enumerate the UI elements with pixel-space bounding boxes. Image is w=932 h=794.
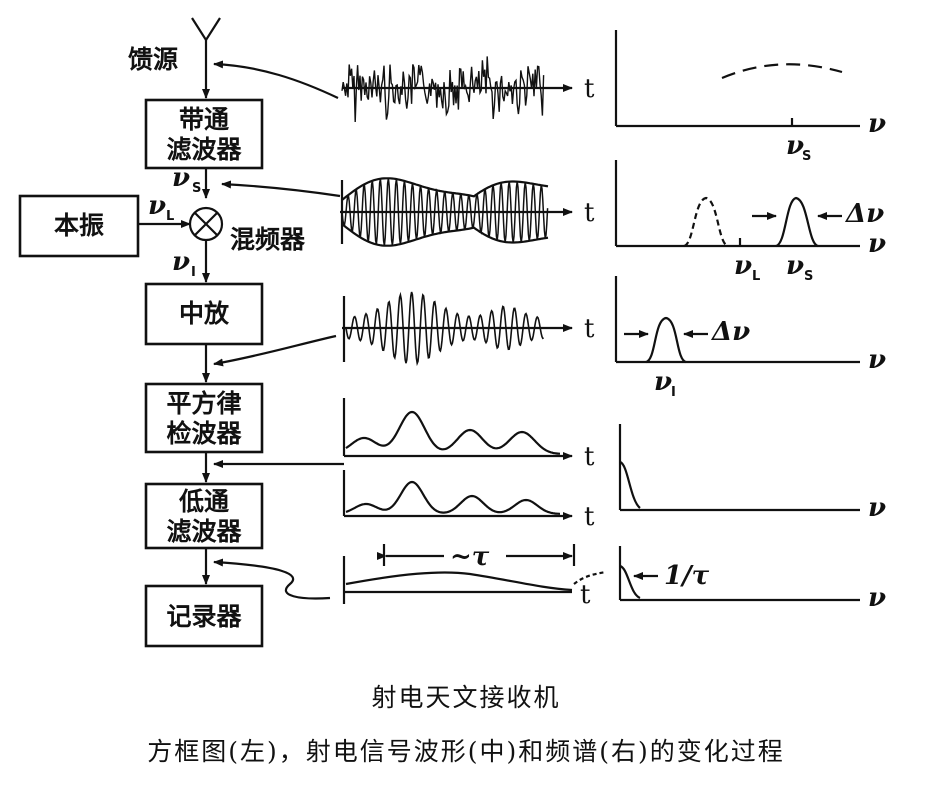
waveform-modulated (340, 177, 573, 247)
nu-s-spectrum-1: ν (786, 131, 804, 161)
square-law-detector-box (144, 382, 264, 454)
spectrum-1 (614, 30, 860, 128)
bandpass-label-1: 带通 (179, 105, 229, 134)
spectrum-2 (614, 160, 860, 248)
caption-subtitle: 方框图(左)，射电信号波形(中)和频谱(右)的变化过程 (147, 737, 785, 766)
waveform-if (342, 291, 573, 367)
if-amplifier-box (144, 282, 264, 346)
nu-s-label-left: ν (172, 163, 190, 193)
lowpass-filter-box (144, 482, 264, 550)
delta-nu-spectrum-2: Δν (844, 199, 884, 229)
tau-span-label: ~τ (450, 542, 490, 572)
t-label-5: t (584, 502, 595, 532)
pointer-arrow-2 (221, 180, 341, 198)
waveform-detected (342, 398, 573, 460)
antenna-icon (191, 17, 221, 99)
nu-i-sub-left: I (191, 265, 196, 280)
lowpass-label-1: 低通 (178, 487, 229, 516)
mixer-icon (188, 206, 224, 242)
sub-s-spectrum-1: S (802, 149, 811, 164)
local-oscillator-box (18, 194, 140, 258)
nu-l-spectrum-2: ν (734, 251, 752, 281)
recorder-box (144, 584, 264, 648)
sub-s-spectrum-2: S (804, 269, 813, 284)
bandpass-label-2: 滤波器 (166, 135, 242, 164)
nu-axis-1: ν (868, 109, 886, 139)
sub-i-spectrum-3: I (671, 385, 676, 400)
waveform-noise (341, 56, 573, 123)
waveform-recorder (342, 544, 607, 604)
feed-label: 馈源 (128, 45, 178, 74)
nu-axis-4: ν (868, 493, 886, 523)
nu-i-label-left: ν (172, 247, 190, 277)
mixer-label: 混频器 (230, 225, 306, 254)
pointer-arrow-5 (213, 558, 331, 600)
local-osc-label: 本振 (54, 211, 104, 240)
t-label-2: t (584, 198, 595, 228)
nu-axis-3: ν (868, 345, 886, 375)
nu-axis-2: ν (868, 229, 886, 259)
recorder-label: 记录器 (166, 602, 242, 631)
waveform-lowpass (342, 470, 573, 520)
lowpass-label-2: 滤波器 (166, 517, 242, 546)
nu-i-spectrum-3: ν (654, 367, 672, 397)
if-amp-label: 中放 (179, 299, 230, 328)
nu-l-label-left: ν (148, 191, 166, 221)
detector-label-1: 平方律 (166, 389, 241, 418)
pointer-arrow-1 (213, 60, 339, 99)
spectrum-5 (618, 546, 860, 602)
t-label-1: t (584, 74, 595, 104)
nu-axis-5: ν (868, 583, 886, 613)
t-label-4: t (584, 442, 595, 472)
sub-l-spectrum-2: L (752, 269, 760, 284)
t-label-6: t (580, 580, 591, 610)
nu-s-sub-left: S (192, 181, 201, 196)
t-label-3: t (584, 314, 595, 344)
pointer-arrow-3 (213, 334, 337, 367)
delta-nu-spectrum-3: Δν (710, 317, 750, 347)
nu-l-sub-left: L (166, 209, 174, 224)
caption-title: 射电天文接收机 (371, 683, 560, 712)
nu-s-spectrum-2: ν (786, 251, 804, 281)
inv-tau-label: 1/τ (664, 561, 710, 591)
detector-label-2: 检波器 (166, 419, 242, 448)
spectrum-3 (614, 276, 860, 364)
bandpass-filter-box (144, 98, 264, 170)
spectrum-4 (618, 424, 860, 512)
